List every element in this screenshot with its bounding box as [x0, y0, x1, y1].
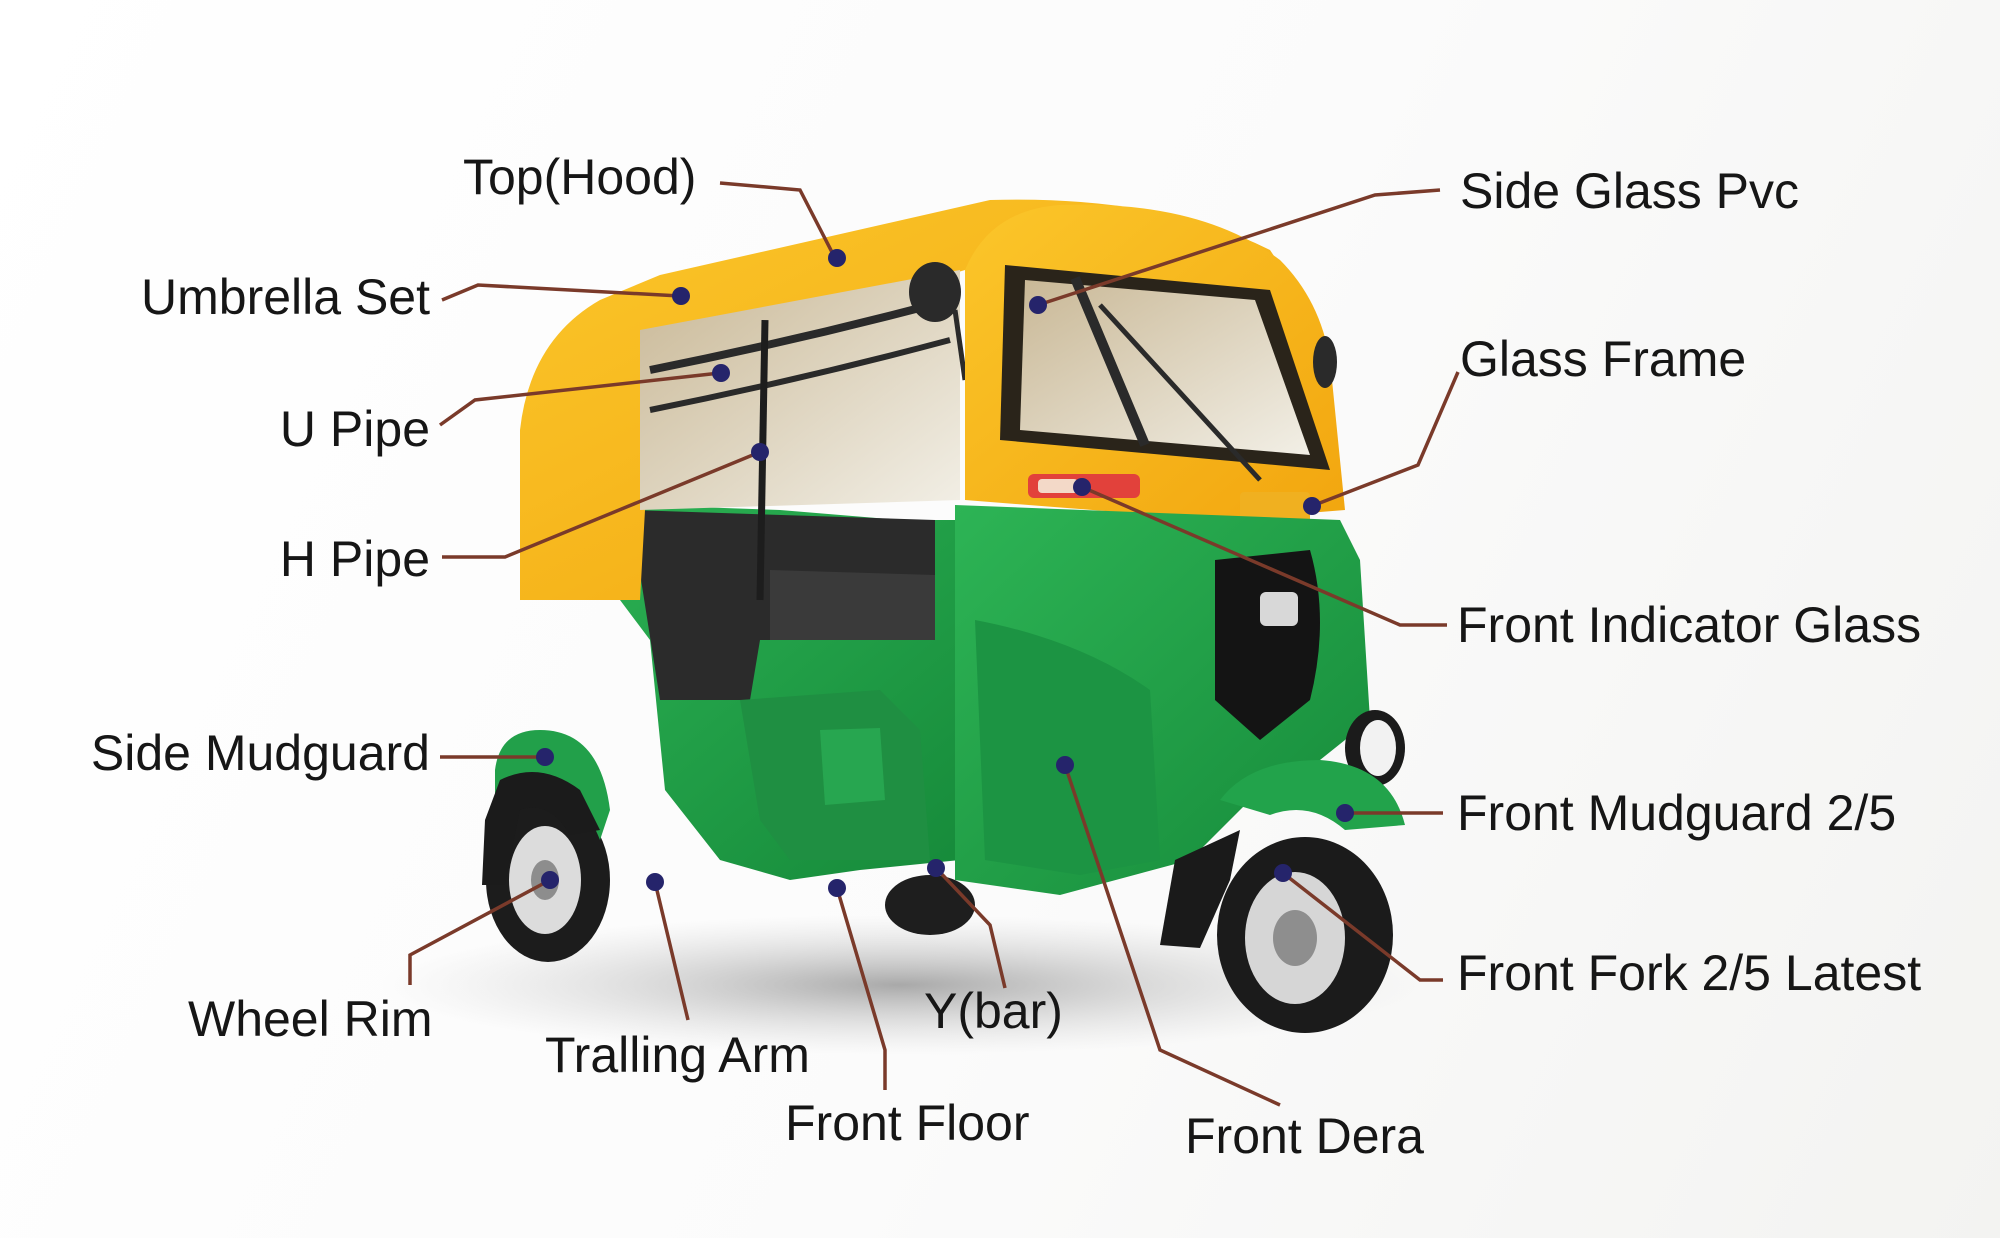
hidden-wheel — [885, 875, 975, 935]
auto-rickshaw-illustration — [482, 199, 1405, 1033]
label-front-indicator-glass: Front Indicator Glass — [1457, 597, 1921, 653]
marker-side-mudguard — [536, 748, 554, 766]
marker-glass-frame — [1303, 497, 1321, 515]
front-wheel — [1217, 837, 1393, 1033]
marker-dots — [536, 249, 1354, 897]
hood-rail — [649, 337, 951, 413]
leader-tralling-arm — [653, 881, 690, 1021]
hood-interior — [640, 270, 960, 510]
part-labels: Top(Hood) Umbrella Set U Pipe H Pipe Sid… — [91, 149, 1921, 1164]
leader-h-pipe — [442, 450, 761, 559]
label-side-glass-pvc: Side Glass Pvc — [1460, 163, 1799, 219]
leader-front-floor — [835, 887, 887, 1090]
marker-front-floor — [828, 879, 846, 897]
leader-top-hood — [719, 181, 837, 259]
label-front-mudguard: Front Mudguard 2/5 — [1457, 785, 1896, 841]
leader-y-bar — [934, 866, 1007, 989]
leader-wheel-rim — [408, 878, 551, 985]
front-fork-shape — [1160, 830, 1240, 948]
marker-umbrella-set — [672, 287, 690, 305]
front-dera-panel — [975, 620, 1160, 875]
label-y-bar: Y(bar) — [924, 983, 1063, 1039]
marker-front-indicator-glass — [1073, 478, 1091, 496]
leader-front-fork — [1281, 871, 1443, 982]
leader-glass-frame — [1311, 371, 1460, 508]
ground-shadow — [380, 915, 1420, 1055]
label-front-dera: Front Dera — [1185, 1108, 1424, 1164]
marker-front-mudguard — [1336, 804, 1354, 822]
label-top-hood: Top(Hood) — [463, 149, 696, 205]
label-side-mudguard: Side Mudguard — [91, 725, 430, 781]
leader-umbrella-set — [441, 283, 681, 302]
marker-tralling-arm — [646, 873, 664, 891]
side-mirror — [909, 262, 961, 322]
marker-front-fork — [1274, 864, 1292, 882]
u-pipe-shape — [649, 296, 952, 374]
wiper — [1098, 303, 1262, 482]
seat-back — [770, 570, 935, 640]
floor-panel — [820, 728, 885, 805]
label-glass-frame: Glass Frame — [1460, 331, 1746, 387]
label-wheel-rim: Wheel Rim — [188, 991, 432, 1047]
leader-lines — [408, 181, 1460, 1107]
marker-side-glass-pvc — [1029, 296, 1047, 314]
marker-front-dera — [1056, 756, 1074, 774]
marker-top-hood — [828, 249, 846, 267]
leader-front-dera — [1063, 764, 1281, 1107]
marker-y-bar — [927, 859, 945, 877]
marker-u-pipe — [712, 364, 730, 382]
label-front-floor: Front Floor — [785, 1095, 1030, 1151]
rear-fender — [482, 772, 600, 885]
leader-front-indicator-glass — [1081, 485, 1447, 627]
marker-wheel-rim — [541, 871, 559, 889]
label-tralling-arm: Tralling Arm — [545, 1027, 810, 1083]
label-umbrella-set: Umbrella Set — [141, 269, 430, 325]
label-h-pipe: H Pipe — [280, 531, 430, 587]
label-front-fork: Front Fork 2/5 Latest — [1457, 945, 1921, 1001]
leader-u-pipe — [438, 371, 721, 427]
label-u-pipe: U Pipe — [280, 401, 430, 457]
marker-h-pipe — [751, 443, 769, 461]
leader-side-glass-pvc — [1037, 188, 1441, 307]
